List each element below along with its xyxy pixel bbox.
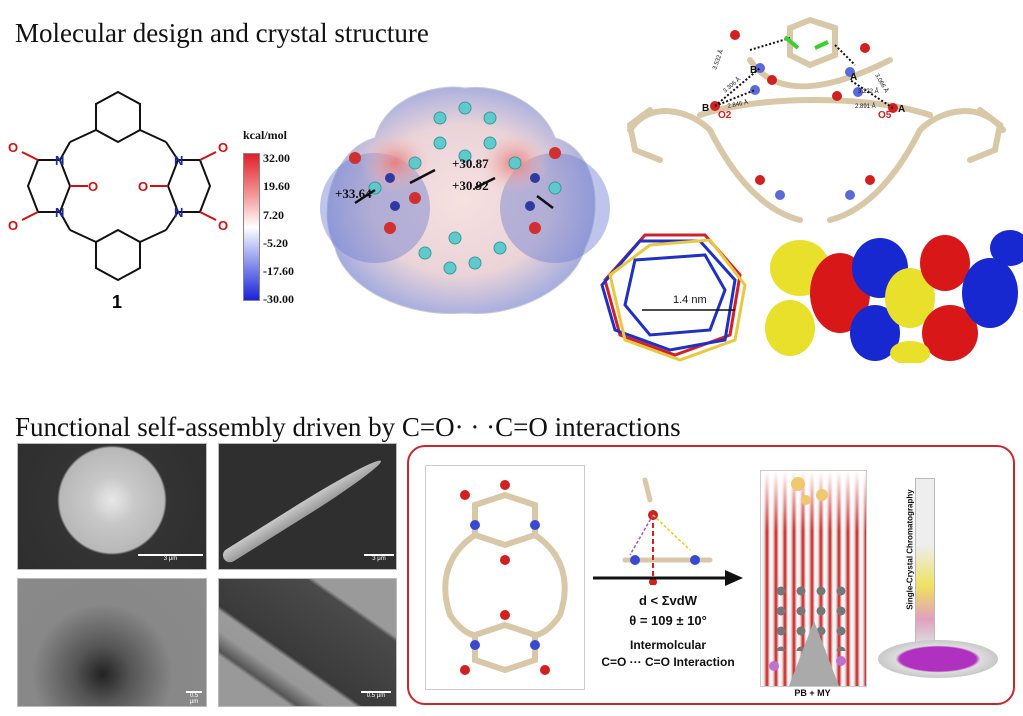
- atom-o: O: [218, 218, 228, 233]
- interaction-label-2: C=O ··· C=O Interaction: [601, 655, 735, 669]
- crystal-label: A: [850, 72, 857, 83]
- scale-tick: 7.20: [263, 208, 284, 222]
- sem-image-sphere: 3 μm: [17, 443, 207, 570]
- pore-size-label: 1.4 nm: [673, 294, 707, 306]
- scale-bar: 3 μm: [364, 554, 394, 562]
- crystal-label: A: [898, 104, 905, 115]
- crystal-label: O5: [878, 110, 892, 121]
- esp-map: [320, 86, 610, 315]
- esp-value: +30.87: [452, 156, 489, 171]
- crystal-label: B: [750, 65, 757, 76]
- pore-packing: 1.4 nm: [600, 233, 747, 362]
- scale-tick: 32.00: [263, 151, 290, 165]
- atom-n: N: [55, 205, 64, 220]
- atom-o: O: [218, 140, 228, 155]
- chromatography-column: [915, 478, 935, 645]
- distance-label: 2.891 Å: [855, 103, 876, 110]
- arrow-icon: [593, 570, 743, 586]
- section-title-bottom: Functional self-assembly driven by C=O· …: [15, 412, 681, 442]
- molecule-structure: N N N N O O O O O O: [8, 90, 228, 282]
- interaction-geometry: [622, 477, 713, 585]
- distance-label: 3.532 Å: [711, 49, 725, 71]
- scale-bar: 3 μm: [138, 554, 203, 562]
- input-flow: [789, 621, 839, 686]
- atom-n: N: [55, 153, 64, 168]
- compound-label: 1: [112, 292, 123, 312]
- esp-value: +30.92: [452, 178, 489, 193]
- yellow-molecule: [801, 495, 811, 505]
- yellow-molecule: [816, 489, 828, 501]
- atom-n: N: [174, 153, 183, 168]
- chromatography-base: [878, 640, 998, 678]
- section-title-top: Molecular design and crystal structure: [15, 18, 429, 48]
- interaction-label-1: Intermolcular: [629, 638, 707, 652]
- color-scale-bar: [243, 153, 260, 301]
- macrocycle-model: [425, 465, 585, 690]
- atom-o: O: [8, 140, 18, 155]
- atom-n: N: [174, 205, 183, 220]
- mixture-label: PB + MY: [794, 688, 831, 698]
- condition-distance: d < ΣvdW: [639, 593, 697, 608]
- sem-image-rod: 3 μm: [218, 443, 397, 570]
- crystal-dimer-structure: B B O2 A A O5 3.532 Å 3.306 Å 2.846 Å 3.…: [626, 16, 1006, 223]
- scheme-frame: [407, 445, 1015, 705]
- sem-image-fiber: 0.5 μm: [218, 578, 397, 707]
- scale-unit: kcal/mol: [243, 128, 287, 142]
- scale-bar: 0.5 μm: [186, 691, 202, 705]
- atom-o: O: [88, 179, 98, 194]
- crystal-label: B: [702, 103, 709, 114]
- purple-molecule: [769, 661, 779, 671]
- scale-tick: -17.60: [263, 264, 294, 278]
- condition-angle: θ = 109 ± 10°: [629, 613, 707, 628]
- fade: [761, 471, 866, 531]
- esp-value: +33.64: [335, 186, 372, 201]
- scale-tick: -5.20: [263, 236, 288, 250]
- atom-o: O: [8, 218, 18, 233]
- chromatography-label: Single-Crystal Chromatography: [905, 489, 915, 610]
- scale-bar: 0.5 μm: [361, 691, 391, 699]
- distance-label: 3.222 Å: [858, 88, 879, 95]
- yellow-molecule: [791, 477, 805, 491]
- rod-crystal: [220, 455, 385, 565]
- porous-crystal-column: [760, 470, 867, 687]
- distance-label: 2.846 Å: [727, 99, 749, 110]
- scale-tick: -30.00: [263, 292, 294, 306]
- space-filling-packing: [760, 228, 1023, 363]
- sem-image-hedgehog: 0.5 μm: [17, 578, 207, 707]
- atom-o: O: [138, 179, 148, 194]
- distance-label: 3.306 Å: [722, 76, 742, 95]
- purple-molecule: [836, 656, 846, 666]
- crystal-label: O2: [718, 110, 732, 121]
- scale-tick: 19.60: [263, 179, 290, 193]
